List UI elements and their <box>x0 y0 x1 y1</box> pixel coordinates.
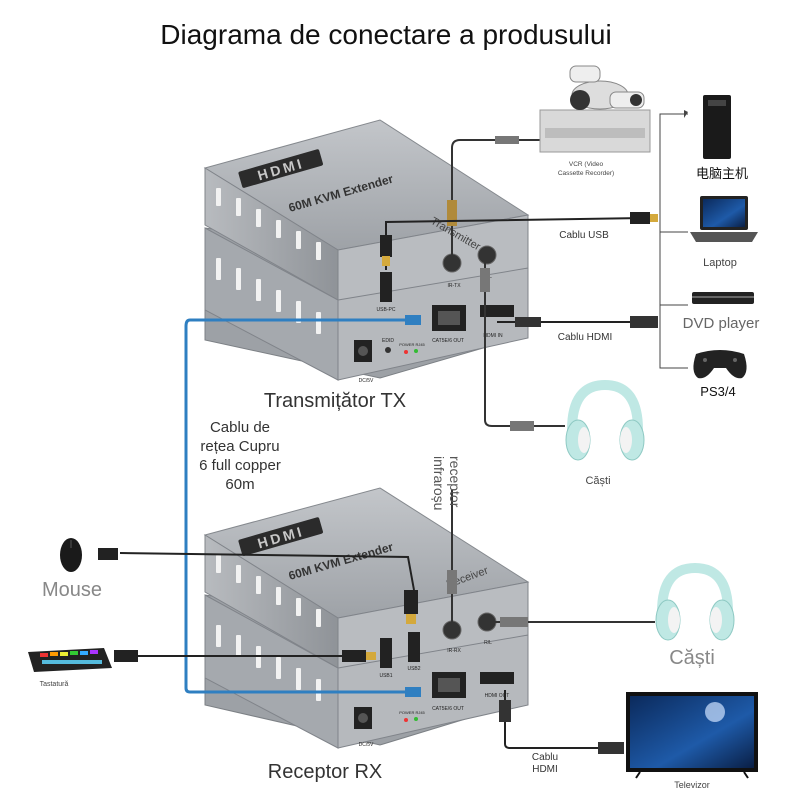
headphones-tx-label: Căști <box>585 475 610 487</box>
rx-hdmi-port <box>480 672 514 684</box>
dvd-player-icon <box>692 292 754 304</box>
tx-ir-label: IR-TX <box>447 283 461 289</box>
rx-usb1-port <box>380 638 392 668</box>
keyboard-label: Tastatură <box>40 681 69 688</box>
infrared-label-2: infraroșu <box>431 456 447 510</box>
rx-power-label: POWER RJ45 <box>399 710 425 715</box>
tx-label: Transmițător TX <box>264 390 406 412</box>
network-cable-label-1: Cablu de <box>210 419 270 436</box>
tx-audio-jack <box>477 245 497 265</box>
mouse-label: Mouse <box>42 579 102 601</box>
tx-dc-label: DC/5V <box>359 378 374 384</box>
vcr-label-line1: VCR (Video <box>569 161 604 168</box>
pc-label: 电脑主机 <box>696 166 748 181</box>
network-cable-label-3: 6 full copper <box>199 457 281 474</box>
tx-edid-label: EDID <box>382 338 394 344</box>
rx-dc-label: DC/5V <box>359 742 374 748</box>
rx-hdmi-cable <box>504 690 618 749</box>
tv-icon <box>626 692 758 779</box>
tv-label: Televizor <box>674 780 710 790</box>
network-cable-label-2: rețea Cupru <box>200 438 279 455</box>
headphones-rx-label: Căști <box>669 647 715 669</box>
rx-usb1-label: USB1 <box>379 673 392 679</box>
tx-usb-port <box>380 272 392 302</box>
mouse-cable <box>119 552 415 591</box>
rx-hdmi-cable-label-2: HDMI <box>532 764 558 775</box>
laptop-icon <box>690 196 758 242</box>
tx-hdmi-label: HDMI IN <box>483 333 503 339</box>
rx-hdmi-cable-label-1: Cablu <box>532 752 558 763</box>
headphones-rx-icon <box>655 562 735 641</box>
rx-hdmi-label: HDMI OUT <box>485 693 510 699</box>
rx-rl-label: R/L <box>484 640 492 646</box>
headphones-tx-icon <box>565 379 645 461</box>
vcr-camera-icon <box>539 65 651 153</box>
tx-headphone-cable <box>484 262 565 427</box>
receiver-unit: HDMI 60M KVM Extender Receiver USB1 USB2… <box>203 487 530 749</box>
tx-hdmi-cable-label: Cablu HDMI <box>558 332 612 343</box>
network-cable-label-4: 60m <box>225 476 254 493</box>
rx-cat-label: CAT5E/6 OUT <box>432 706 464 712</box>
tx-power-label: POWER RJ45 <box>399 342 425 347</box>
infrared-label-1: receptor <box>447 456 463 508</box>
keyboard-icon <box>28 648 112 672</box>
laptop-label: Laptop <box>703 257 737 269</box>
tx-hdmi-port <box>480 305 514 317</box>
network-cable <box>184 318 420 694</box>
usb-cable-label: Cablu USB <box>559 230 609 241</box>
ps-label: PS3/4 <box>700 384 735 399</box>
tx-usb-port-label: USB-PC <box>377 307 396 313</box>
rx-usb2-port <box>408 632 420 662</box>
transmitter-unit: HDMI 60M KVM Extender Transmitter USB-PC… <box>203 119 530 384</box>
tx-cat-label: CAT5E/6 OUT <box>432 338 464 344</box>
page-title: Diagrama de conectare a produsului <box>160 19 611 50</box>
mouse-icon <box>60 538 82 572</box>
rx-usb2-label: USB2 <box>407 666 420 672</box>
vcr-label-line2: Cassette Recorder) <box>558 170 614 177</box>
vcr-cable <box>451 139 540 262</box>
dvd-label: DVD player <box>683 315 760 332</box>
pc-tower-icon <box>703 95 731 159</box>
rx-label: Receptor RX <box>268 761 383 783</box>
rx-ir-label: IR-RX <box>447 648 461 654</box>
gamepad-icon <box>693 350 747 379</box>
